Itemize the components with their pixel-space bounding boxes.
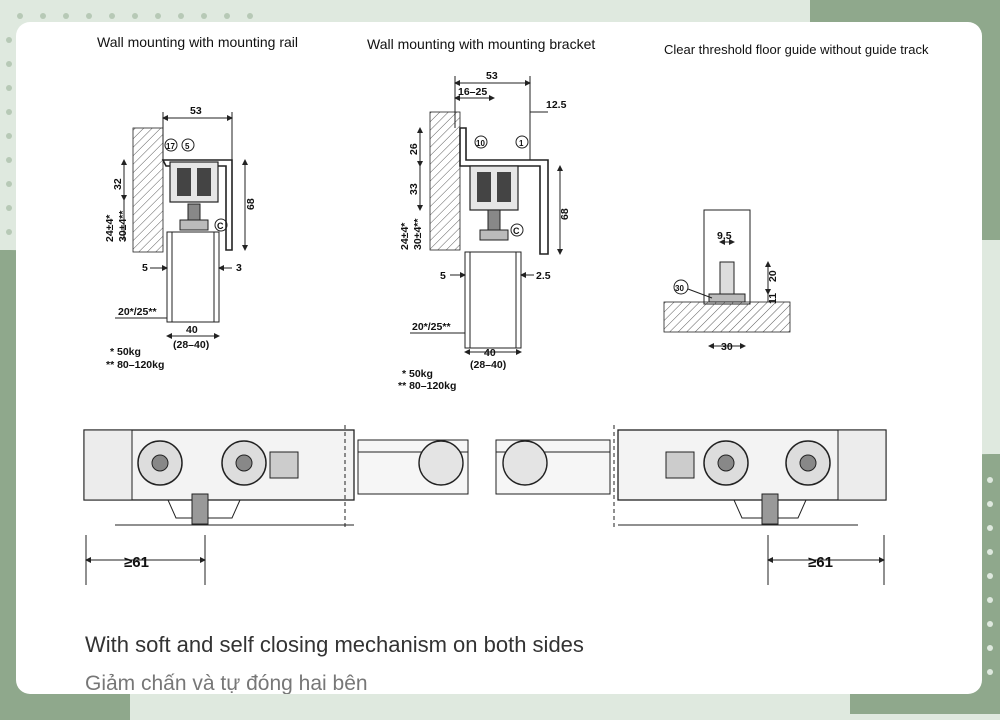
drawing-soft-close-mechanism: ≥61 ≥61 [83, 425, 887, 585]
note-80-120kg: ** 80–120kg [398, 380, 456, 392]
note-80-120kg: ** 80–120kg [106, 359, 164, 371]
title-rail: Wall mounting with mounting rail [97, 34, 298, 50]
dim-53: 53 [486, 70, 498, 82]
dim-40: 40 [484, 347, 496, 359]
decorative-dots-left [6, 37, 12, 235]
dim-24: 24±4* [104, 214, 116, 242]
dim-30: 30±4** [412, 218, 424, 250]
wall-hatch [429, 111, 461, 251]
callout-5: 5 [185, 142, 190, 151]
diagram-card: Wall mounting with mounting rail Wall mo… [16, 22, 982, 695]
dim-20-25: 20*/25** [412, 321, 451, 333]
callout-c: C [513, 226, 520, 236]
floor-hatch [663, 301, 791, 333]
dim-9-5: 9.5 [717, 230, 732, 242]
callout-c: C [217, 221, 224, 231]
dim-11: 11 [767, 293, 779, 304]
dim-20-25: 20*/25** [118, 306, 157, 318]
drawing-mounting-rail: 53 68 32 24±4* 30±4** 5 3 20*/25** 40 (2… [104, 105, 257, 371]
dim-2-5: 2.5 [536, 270, 551, 282]
title-floor: Clear threshold floor guide without guid… [664, 42, 929, 57]
dim-68: 68 [245, 198, 257, 210]
dim-20: 20 [767, 270, 779, 282]
dim-right-min-61: ≥61 [808, 554, 833, 571]
title-bracket: Wall mounting with mounting bracket [367, 36, 595, 52]
caption-vietnamese: Giảm chấn và tự đóng hai bên [85, 672, 368, 694]
callout-1: 1 [519, 139, 524, 148]
dim-28-40: (28–40) [173, 339, 209, 351]
dim-53: 53 [190, 105, 202, 117]
callout-17: 17 [166, 142, 175, 151]
dim-68: 68 [559, 208, 571, 220]
caption-english: With soft and self closing mechanism on … [85, 632, 584, 657]
callout-30: 30 [675, 284, 684, 293]
dim-5: 5 [440, 270, 446, 282]
callout-10: 10 [476, 139, 485, 148]
note-50kg: * 50kg [402, 368, 433, 380]
decorative-dots-top [17, 13, 253, 19]
technical-drawing: Wall mounting with mounting rail Wall mo… [83, 34, 929, 695]
dim-33: 33 [408, 183, 420, 195]
dim-16-25: 16–25 [458, 86, 487, 98]
dim-32: 32 [112, 178, 124, 190]
note-50kg: * 50kg [110, 346, 141, 358]
drawing-floor-guide: 9.5 20 11 30 30 [663, 209, 791, 353]
decorative-dots-right [987, 477, 993, 675]
dim-30: 30 [721, 341, 733, 353]
dim-12-5: 12.5 [546, 99, 567, 111]
dim-28-40: (28–40) [470, 359, 506, 371]
dim-3: 3 [236, 262, 242, 274]
drawing-mounting-bracket: 53 16–25 12.5 26 33 68 24±4* 30±4** 5 2.… [398, 70, 571, 392]
dim-30: 30±4** [117, 210, 129, 242]
wall-hatch [132, 127, 164, 253]
dim-left-min-61: ≥61 [124, 554, 149, 571]
dim-40: 40 [186, 324, 198, 336]
dim-5: 5 [142, 262, 148, 274]
dim-24: 24±4* [399, 222, 411, 250]
dim-26: 26 [408, 143, 420, 155]
